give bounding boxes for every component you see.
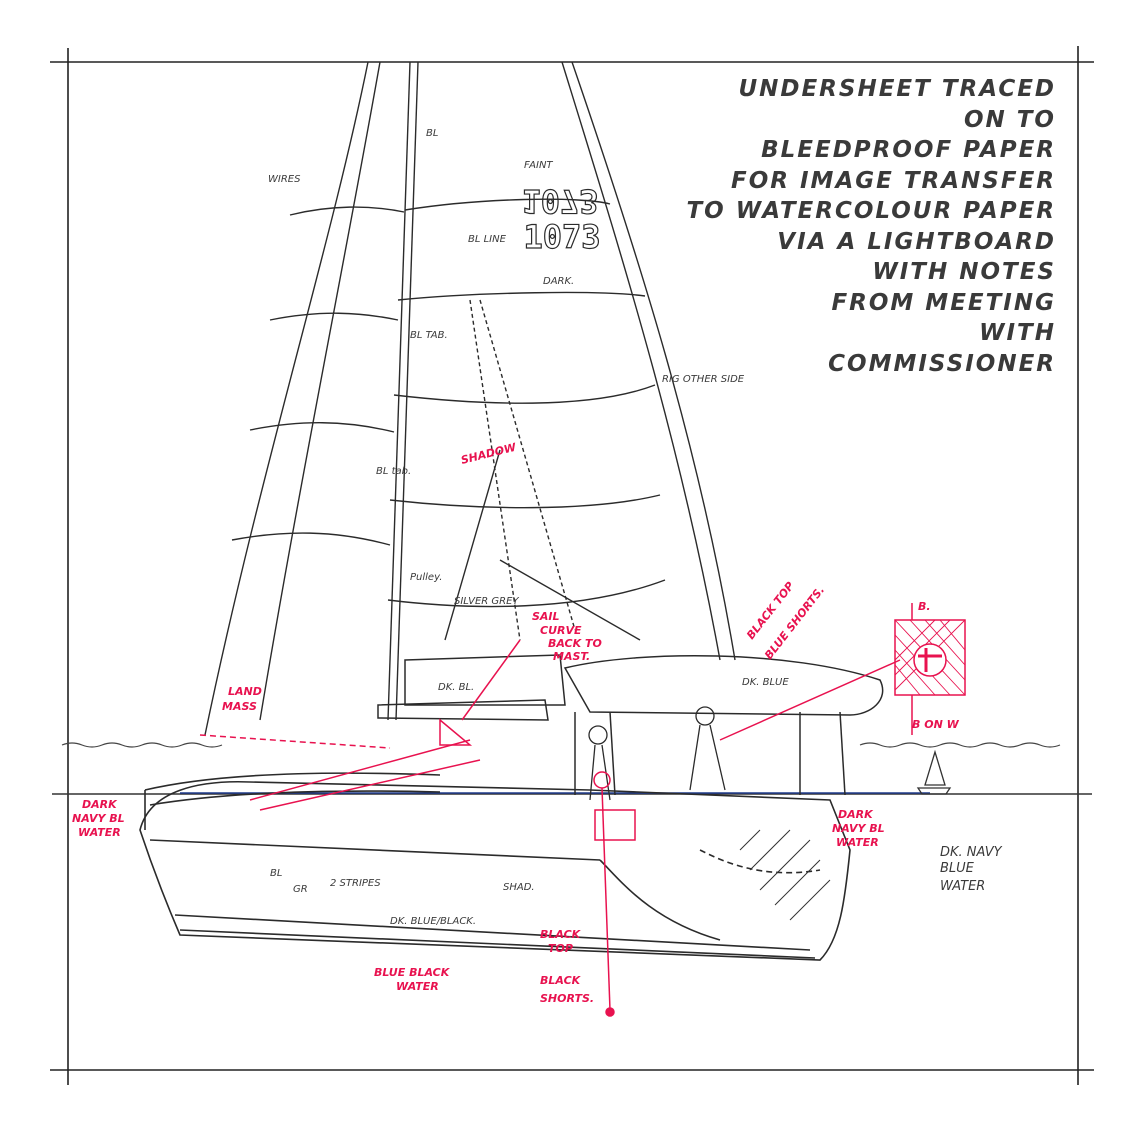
note-line: VIA A LIGHTBOARD xyxy=(777,228,1056,255)
red-annotations xyxy=(199,603,966,1017)
crew-figures xyxy=(588,706,726,801)
note-dk-bl: DK. BL. xyxy=(438,682,474,693)
red-flag-b: B. xyxy=(918,600,931,613)
red-shadow: SHADOW xyxy=(460,440,519,466)
note-line: BLEEDPROOF PAPER xyxy=(761,137,1056,163)
note-pulley: Pulley. xyxy=(410,572,442,583)
distant-yacht xyxy=(916,749,952,795)
note-shad: SHAD. xyxy=(503,882,535,893)
note-rig-other-side: RIG OTHER SIDE xyxy=(662,374,745,385)
red-sail-4: MAST. xyxy=(553,650,590,663)
red-flag-bonw: B ON W xyxy=(912,718,960,731)
sail-number: 1073 xyxy=(523,218,600,256)
note-bl-tab2: BL tab. xyxy=(376,466,411,477)
red-dark-right-2: NAVY BL xyxy=(832,822,885,835)
red-sail-3: BACK TO xyxy=(548,637,602,650)
red-dark-left-1: DARK xyxy=(82,798,118,811)
note-gr: GR xyxy=(293,884,308,895)
note-dk-navy-2: BLUE xyxy=(940,861,975,876)
note-line: WITH xyxy=(979,320,1056,346)
note-bl-hull: BL xyxy=(270,868,282,879)
red-dark-right-1: DARK xyxy=(838,808,874,821)
note-dark: DARK. xyxy=(543,276,574,287)
note-bl-line: BL LINE xyxy=(468,234,507,245)
note-line: WITH NOTES xyxy=(872,259,1056,285)
red-dark-left-3: WATER xyxy=(78,826,121,839)
red-land: LAND xyxy=(228,685,262,698)
note-line: FOR IMAGE TRANSFER xyxy=(731,167,1056,194)
headline-note: UNDERSHEET TRACED ON TO BLEEDPROOF PAPER… xyxy=(686,74,1056,379)
note-2-stripes: 2 STRIPES xyxy=(330,878,381,889)
note-line: UNDERSHEET TRACED xyxy=(738,76,1056,102)
red-dark-left-2: NAVY BL xyxy=(72,812,125,825)
stern-shading xyxy=(739,829,831,921)
note-dk-blue: DK. BLUE xyxy=(742,677,789,688)
note-bl-top: BL xyxy=(426,128,438,139)
red-mass: MASS xyxy=(222,700,257,713)
note-dk-navy-1: DK. NAVY xyxy=(940,845,1003,860)
note-line: TO WATERCOLOUR PAPER xyxy=(686,198,1056,224)
sail-number-mirror: 1073 xyxy=(521,182,598,220)
hull xyxy=(139,772,851,961)
note-wires: WIRES xyxy=(268,174,301,185)
note-line: FROM MEETING xyxy=(831,289,1056,316)
water-lines xyxy=(52,742,1092,795)
red-black-top-2: BLUE SHORTS. xyxy=(762,584,827,662)
red-dark-right-3: WATER xyxy=(836,836,879,849)
note-dk-navy-3: WATER xyxy=(940,879,985,894)
red-black-bottom-1: BLACK xyxy=(540,928,582,941)
note-silver-grey: SILVER GREY xyxy=(454,596,519,607)
red-blue-black-1: BLUE BLACK xyxy=(374,966,451,979)
boom-and-bimini xyxy=(377,654,884,796)
rigging xyxy=(204,61,736,736)
red-blue-black-2: WATER xyxy=(396,980,439,993)
red-black-bottom-2: TOP xyxy=(548,942,573,955)
note-line: COMMISSIONER xyxy=(828,350,1056,377)
red-sail-1: SAIL xyxy=(532,610,560,623)
note-faint: FAINT xyxy=(524,160,553,171)
pencil-notes: WIRES BL FAINT BL LINE DARK. BL TAB. RIG… xyxy=(268,128,1003,927)
note-dk-blue-black: DK. BLUE/BLACK. xyxy=(390,916,476,927)
red-notes: LAND MASS SHADOW SAIL CURVE BACK TO MAST… xyxy=(72,440,960,1005)
red-black-bottom-4: SHORTS. xyxy=(540,992,594,1005)
note-line: ON TO xyxy=(963,106,1056,133)
red-black-bottom-3: BLACK xyxy=(540,974,582,987)
note-bl-tab: BL TAB. xyxy=(410,330,448,341)
red-sail-2: CURVE xyxy=(540,624,582,637)
